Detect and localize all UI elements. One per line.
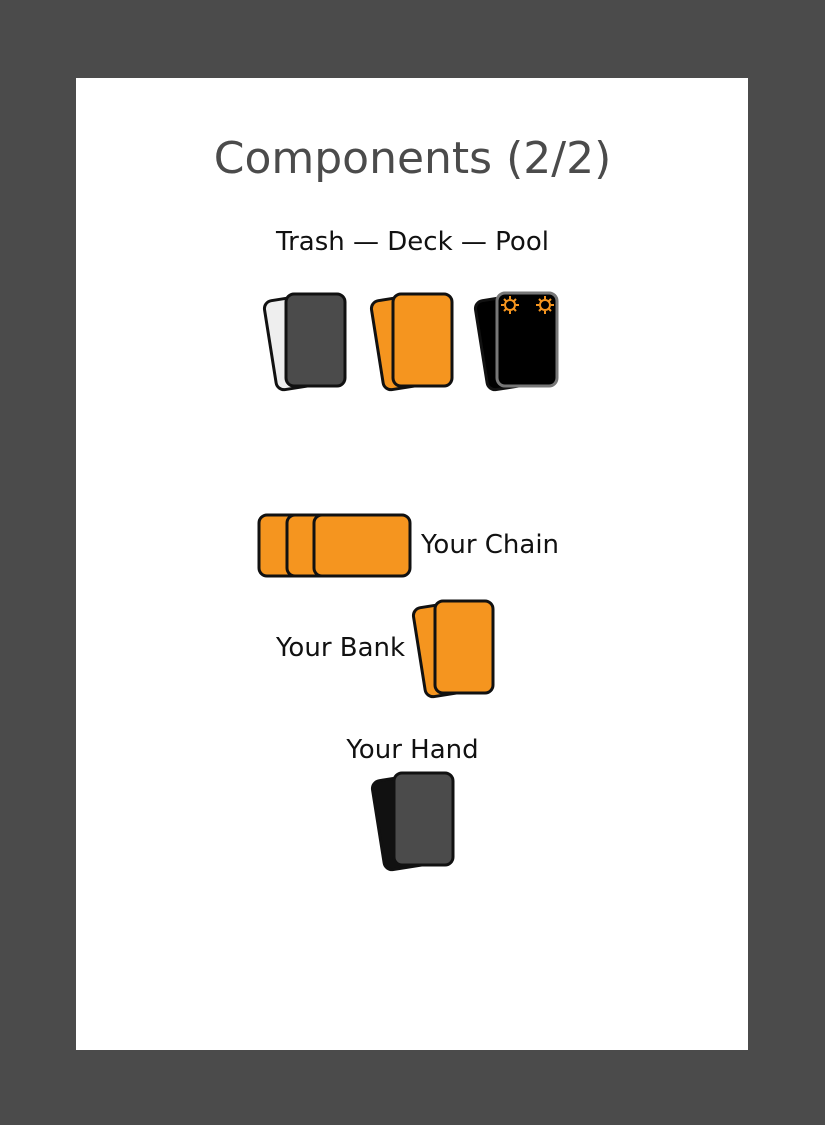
page-title: Components (2/2) (213, 133, 612, 184)
trash-pile-icon (262, 292, 347, 392)
bank-cards-icon (411, 599, 495, 699)
hand-label: Your Hand (346, 735, 479, 765)
chain-cards-icon (257, 513, 412, 578)
deck-pile-icon (369, 292, 454, 392)
rules-sheet (76, 78, 748, 1050)
hand-cards-icon (370, 771, 455, 872)
pool-chip-icon (501, 296, 519, 314)
bank-label: Your Bank (276, 633, 406, 663)
pool-chip-icon-2 (536, 296, 554, 314)
piles-heading: Trash — Deck — Pool (276, 227, 549, 257)
pool-pile-icon (473, 291, 559, 392)
chain-label: Your Chain (421, 530, 560, 560)
